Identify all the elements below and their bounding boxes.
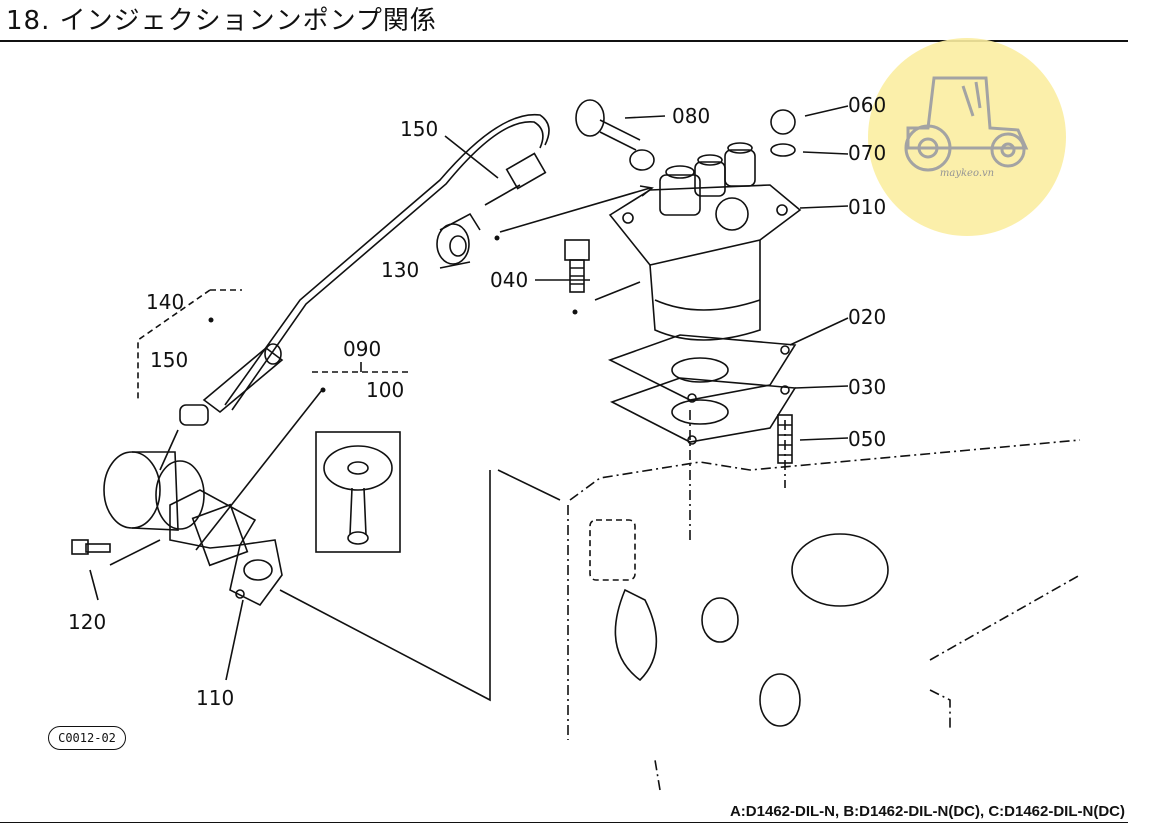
part-label-150-lower: 150 [150, 348, 189, 372]
diagram-code-badge: C0012-02 [48, 726, 126, 750]
tractor-icon [904, 76, 1029, 172]
part-label-030: 030 [848, 375, 887, 399]
part-label-140: 140 [146, 290, 185, 314]
part-label-050: 050 [848, 427, 887, 451]
part-label-010: 010 [848, 195, 887, 219]
part-label-090: 090 [343, 337, 382, 361]
watermark-logo: maykeo.vn [868, 38, 1066, 236]
part-label-070: 070 [848, 141, 887, 165]
part-label-060: 060 [848, 93, 887, 117]
title-rule [0, 40, 1128, 42]
part-label-110: 110 [196, 686, 235, 710]
part-label-040: 040 [490, 268, 529, 292]
part-label-130: 130 [381, 258, 420, 282]
watermark-text: maykeo.vn [939, 168, 995, 179]
part-label-120: 120 [68, 610, 107, 634]
model-footer: A:D1462-DIL-N, B:D1462-DIL-N(DC), C:D146… [729, 803, 1125, 820]
part-label-100: 100 [366, 378, 405, 402]
bottom-rule [0, 822, 1128, 823]
part-label-150-top: 150 [400, 117, 439, 141]
part-label-020: 020 [848, 305, 887, 329]
part-label-080: 080 [672, 104, 711, 128]
page-title: 18. インジェクションンポンプ関係 [6, 6, 437, 36]
